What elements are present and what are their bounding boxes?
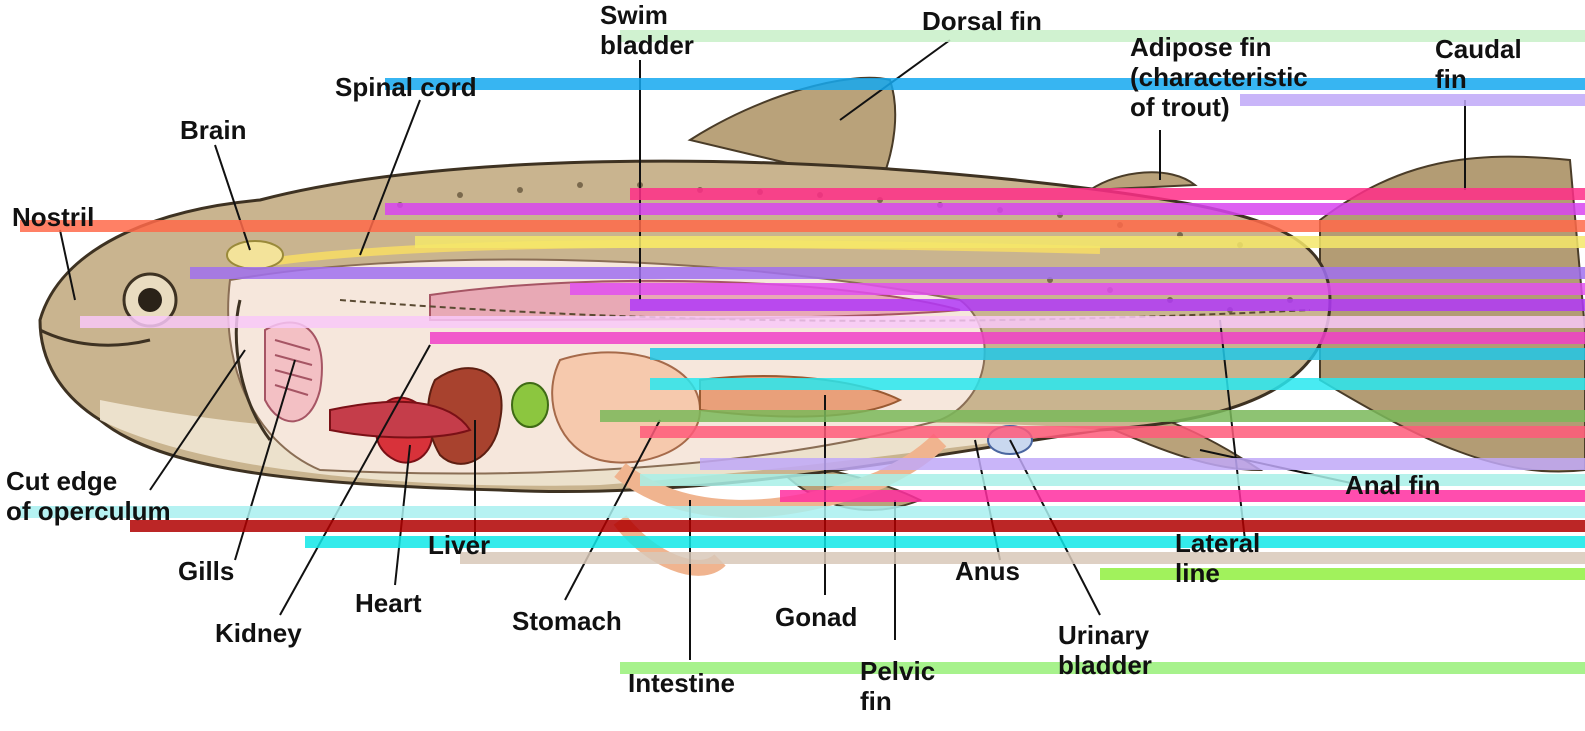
artifact-bar <box>780 490 1585 502</box>
artifact-bar <box>130 520 1585 532</box>
label-liver: Liver <box>428 530 490 560</box>
artifact-bar <box>385 78 1585 90</box>
label-spinal-cord: Spinal cord <box>335 72 477 102</box>
label-stomach: Stomach <box>512 606 622 636</box>
label-kidney: Kidney <box>215 618 302 648</box>
label-anus: Anus <box>955 556 1020 586</box>
artifact-bar <box>650 378 1585 390</box>
artifact-bar <box>190 267 1585 279</box>
label-brain: Brain <box>180 115 246 145</box>
label-dorsal-fin: Dorsal fin <box>922 6 1042 36</box>
artifact-bar <box>630 299 1585 311</box>
artifact-bar <box>20 506 1585 518</box>
brain <box>227 241 283 269</box>
gall-bladder <box>512 383 548 427</box>
artifact-bar <box>385 203 1585 215</box>
artifact-bar <box>570 283 1585 295</box>
artifact-bar <box>80 316 1585 328</box>
artifact-bar <box>460 552 1585 564</box>
label-heart: Heart <box>355 588 421 618</box>
artifact-bar <box>415 236 1585 248</box>
label-gonad: Gonad <box>775 602 857 632</box>
label-anal-fin: Anal fin <box>1345 470 1440 500</box>
label-intestine: Intestine <box>628 668 735 698</box>
artifact-bar <box>305 536 1585 548</box>
artifact-bar <box>640 474 1585 486</box>
label-nostril: Nostril <box>12 202 94 232</box>
artifact-bar <box>630 188 1585 200</box>
artifact-bar <box>430 332 1585 344</box>
artifact-bar <box>640 426 1585 438</box>
artifact-bar <box>600 410 1585 422</box>
artifact-bar <box>20 220 1585 232</box>
artifact-bar <box>700 458 1585 470</box>
gills-organ <box>265 323 322 422</box>
label-gills: Gills <box>178 556 234 586</box>
artifact-bar <box>1100 568 1585 580</box>
artifact-bar <box>650 348 1585 360</box>
